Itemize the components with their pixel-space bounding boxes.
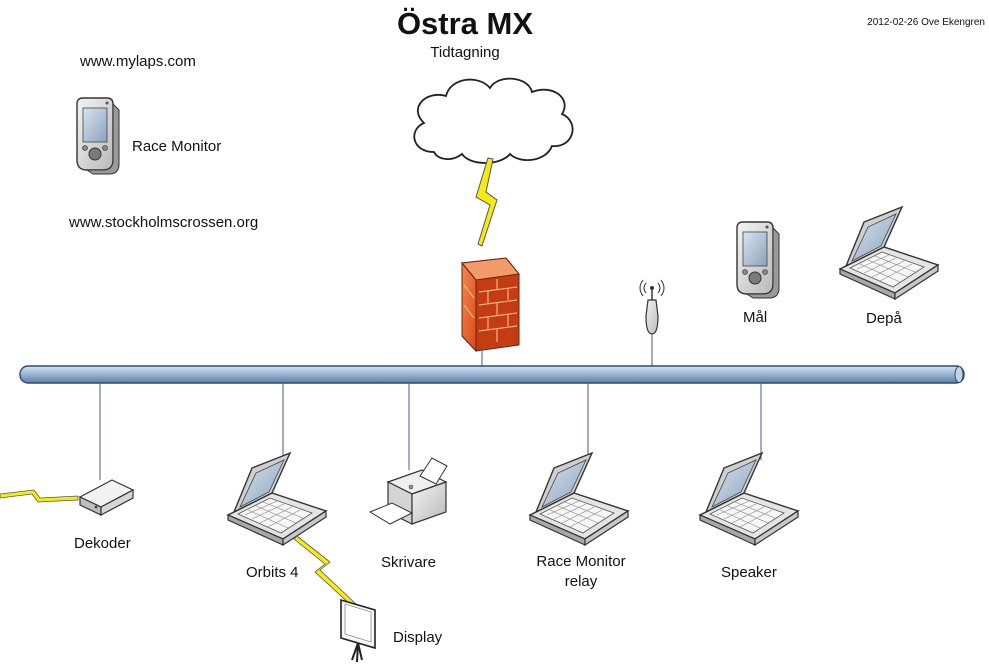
speaker-laptop-icon — [699, 452, 799, 546]
author-credit: 2012-02-26 Ove Ekengren — [867, 17, 985, 28]
firewall — [461, 257, 520, 353]
relay-label-line1: Race Monitor — [536, 553, 626, 570]
mylaps-link: www.mylaps.com — [80, 53, 196, 70]
display-screen-icon — [340, 598, 376, 663]
dekoder-label: Dekoder — [74, 535, 131, 552]
depa-label: Depå — [866, 310, 902, 327]
skrivare-label: Skrivare — [381, 554, 437, 571]
wireless-access-point — [639, 279, 665, 335]
lightning-dekoder — [0, 489, 79, 503]
stockholmscrossen-link: www.stockholmscrossen.org — [69, 214, 259, 231]
mal-label: Mål — [743, 309, 768, 326]
printer-icon — [368, 457, 448, 525]
diagram-subtitle: Tidtagning — [430, 44, 500, 61]
orbits-label: Orbits 4 — [246, 564, 299, 581]
race-monitor-pda-icon — [76, 97, 120, 175]
internet-cloud — [413, 77, 574, 164]
lightning-orbits-display — [293, 535, 357, 607]
diagram-title: Östra MX — [396, 6, 534, 41]
relay-label-line2: relay — [564, 573, 598, 590]
lightning-cloud-firewall — [475, 157, 498, 247]
race-monitor-label: Race Monitor — [132, 138, 222, 155]
display-label: Display — [393, 629, 443, 646]
speaker-label: Speaker — [721, 564, 777, 581]
dekoder-device-icon — [78, 479, 135, 516]
mal-pda-icon — [736, 221, 780, 299]
race-monitor-relay-laptop-icon — [529, 452, 629, 546]
orbits-laptop-icon — [227, 452, 327, 546]
depa-laptop-icon — [839, 206, 939, 300]
network-bus — [19, 365, 965, 384]
